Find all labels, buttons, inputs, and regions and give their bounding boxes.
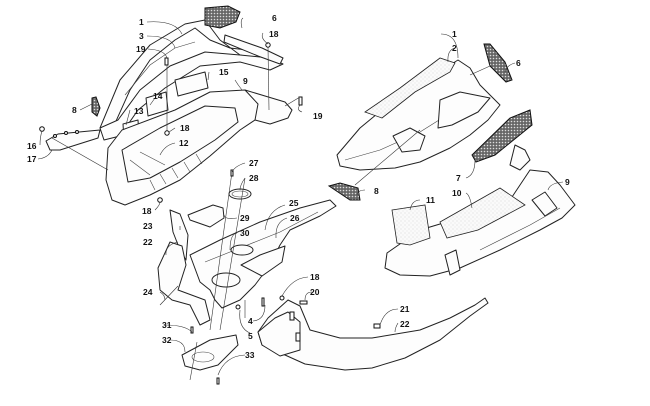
panel-10 <box>439 187 526 239</box>
side-vent-8b <box>327 182 361 201</box>
callout-4: 4 <box>248 316 253 326</box>
callout-13: 13 <box>134 106 144 116</box>
callout-14: 14 <box>153 91 163 101</box>
callout-19: 19 <box>136 44 146 54</box>
console-port-a <box>211 272 241 288</box>
callout-1: 1 <box>452 29 457 39</box>
callout-18: 18 <box>180 123 190 133</box>
hood-assembly-right <box>327 43 533 201</box>
callout-20: 20 <box>310 287 320 297</box>
lower-panel-26 <box>240 245 286 277</box>
callout-25: 25 <box>289 198 299 208</box>
callout-18: 18 <box>269 29 279 39</box>
callout-labels: 1 3 19 6 18 15 9 14 13 8 19 18 16 12 17 … <box>27 13 570 360</box>
callout-24: 24 <box>143 287 153 297</box>
vent-opening <box>531 191 558 217</box>
fastener-4 <box>261 297 265 307</box>
rivet-18a <box>265 42 271 48</box>
belly-pan-22 <box>257 297 489 371</box>
bracket-29 <box>187 204 225 228</box>
rivet-18d <box>279 295 285 301</box>
bolt-19a <box>164 57 169 66</box>
callout-27: 27 <box>249 158 259 168</box>
callout-31: 31 <box>162 320 172 330</box>
rivet-18c <box>157 197 163 203</box>
callout-23: 23 <box>143 221 153 231</box>
hood-assembly-left <box>39 5 303 206</box>
hood-rear-bracket <box>244 89 293 125</box>
callout-9: 9 <box>243 76 248 86</box>
vent-mesh-7 <box>471 109 533 163</box>
callout-19: 19 <box>313 111 323 121</box>
console-assembly <box>157 169 337 385</box>
callout-7: 7 <box>456 173 461 183</box>
fastener-31 <box>190 326 194 334</box>
callout-9: 9 <box>565 177 570 187</box>
fastener-27 <box>230 169 234 177</box>
panel-11 <box>391 204 431 246</box>
bolt-20 <box>299 300 308 305</box>
rivet-18b <box>164 130 170 136</box>
callout-8: 8 <box>72 105 77 115</box>
nut-5 <box>235 304 241 310</box>
decal-15 <box>174 71 209 97</box>
callout-30: 30 <box>240 228 250 238</box>
callout-3: 3 <box>139 31 144 41</box>
grommet-30 <box>230 244 254 256</box>
callout-22: 22 <box>400 319 410 329</box>
bracket-22 <box>157 241 211 326</box>
plate-17 <box>45 129 101 151</box>
nose-pan-right <box>384 144 576 277</box>
decal-14 <box>145 91 169 117</box>
hood-decal-2 <box>364 57 456 119</box>
vent-grille-6 <box>204 5 241 29</box>
vent-grille-6b <box>483 43 513 83</box>
callout-22: 22 <box>143 237 153 247</box>
callout-6: 6 <box>516 58 521 68</box>
belly-pan-assembly <box>257 295 489 371</box>
callout-10: 10 <box>452 188 462 198</box>
side-vent-8 <box>91 96 101 117</box>
callout-21: 21 <box>400 304 410 314</box>
callout-32: 32 <box>162 335 172 345</box>
nose-bracket <box>509 144 531 171</box>
side-opening <box>444 249 461 276</box>
callout-2: 2 <box>452 43 457 53</box>
callout-17: 17 <box>27 154 37 164</box>
callout-18: 18 <box>310 272 320 282</box>
windshield-12 <box>121 105 239 183</box>
callout-33: 33 <box>245 350 255 360</box>
callout-26: 26 <box>290 213 300 223</box>
callout-5: 5 <box>248 331 253 341</box>
screw-16 <box>39 126 45 132</box>
callout-6: 6 <box>272 13 277 23</box>
fastener-33 <box>216 377 220 385</box>
callout-15: 15 <box>219 67 229 77</box>
bolt-19b <box>298 96 303 106</box>
cup-32 <box>181 334 239 371</box>
callout-1: 1 <box>139 17 144 27</box>
leader-lines <box>37 17 564 376</box>
clip-21 <box>373 323 381 329</box>
callout-29: 29 <box>240 213 250 223</box>
callout-16: 16 <box>27 141 37 151</box>
panel-23 <box>169 209 189 261</box>
callout-12: 12 <box>179 138 189 148</box>
callout-11: 11 <box>426 195 435 205</box>
hood-side-window <box>437 91 491 129</box>
callout-18: 18 <box>142 206 152 216</box>
callout-8: 8 <box>374 186 379 196</box>
callout-28: 28 <box>249 173 259 183</box>
